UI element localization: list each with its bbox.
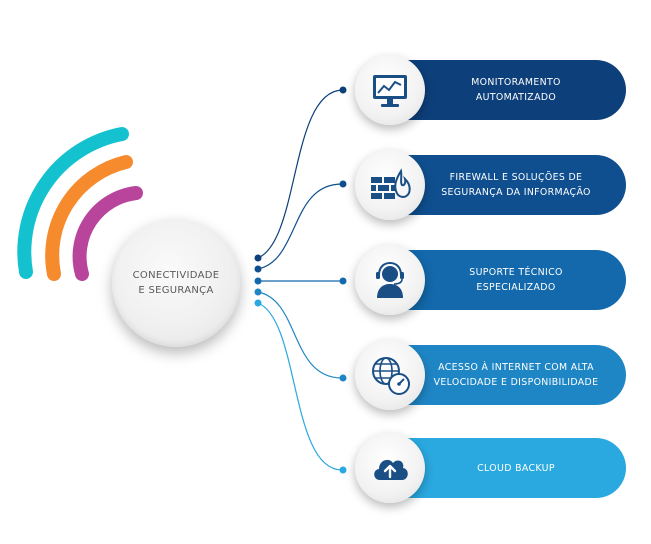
signal-arc-middle (45, 155, 133, 281)
item-3-line-1: SUPORTE TÉCNICO (469, 267, 563, 278)
connector-4 (257, 291, 343, 379)
item-cloud-backup: CLOUD BACKUP (388, 438, 626, 498)
item-acesso-internet: ACESSO À INTERNET COM ALTA VELOCIDADE E … (388, 345, 626, 405)
center-line-2: E SEGURANÇA (138, 285, 214, 296)
item-1-line-1: MONITORAMENTO (471, 77, 561, 88)
end-dot-2 (339, 180, 347, 188)
item-4-line-2: VELOCIDADE E DISPONIBILIDADE (433, 377, 599, 388)
end-dot-5 (339, 466, 347, 474)
item-firewall: FIREWALL E SOLUÇÕES DE SEGURANÇA DA INFO… (388, 155, 626, 215)
item-4-icon-circle (355, 340, 425, 410)
signal-arc-outer (17, 127, 129, 279)
item-4-line-1: ACESSO À INTERNET COM ALTA (438, 362, 594, 373)
end-dot-4 (339, 374, 347, 382)
item-3-line-2: ESPECIALIZADO (476, 282, 556, 293)
connector-2 (257, 183, 343, 270)
connector-lines (257, 89, 343, 471)
item-2-line-1: FIREWALL E SOLUÇÕES DE (449, 172, 583, 183)
end-dot-3 (339, 277, 347, 285)
connector-dots (254, 86, 347, 474)
hub-dot-1 (254, 254, 262, 262)
connector-5 (257, 302, 343, 471)
item-monitoramento: MONITORAMENTO AUTOMATIZADO (388, 60, 626, 120)
hub-dot-4 (254, 288, 262, 296)
item-2-icon-circle (355, 150, 425, 220)
hub-dot-3 (254, 277, 262, 285)
item-1-line-2: AUTOMATIZADO (475, 92, 557, 103)
wifi-signal-icon (17, 127, 143, 281)
hub-dot-2 (254, 265, 262, 273)
center-line-1: CONECTIVIDADE (132, 270, 220, 281)
center-hub-label: CONECTIVIDADE E SEGURANÇA (126, 268, 226, 298)
item-1-icon-circle (355, 55, 425, 125)
end-dot-1 (339, 86, 347, 94)
cloud-upload-icon (374, 459, 408, 480)
hub-dot-5 (254, 299, 262, 307)
headset-support-icon (376, 261, 404, 298)
connector-1 (257, 89, 343, 259)
item-5-line-1: CLOUD BACKUP (477, 462, 555, 474)
signal-arc-inner (72, 186, 143, 281)
monitor-chart-icon (373, 75, 407, 107)
item-5-icon-circle (355, 433, 425, 503)
center-hub: CONECTIVIDADE E SEGURANÇA (112, 219, 240, 347)
item-2-line-2: SEGURANÇA DA INFORMAÇÃO (441, 187, 591, 198)
item-3-icon-circle (355, 245, 425, 315)
firewall-icon (371, 168, 411, 199)
item-suporte: SUPORTE TÉCNICO ESPECIALIZADO (388, 250, 626, 310)
globe-speedometer-icon (372, 357, 410, 395)
